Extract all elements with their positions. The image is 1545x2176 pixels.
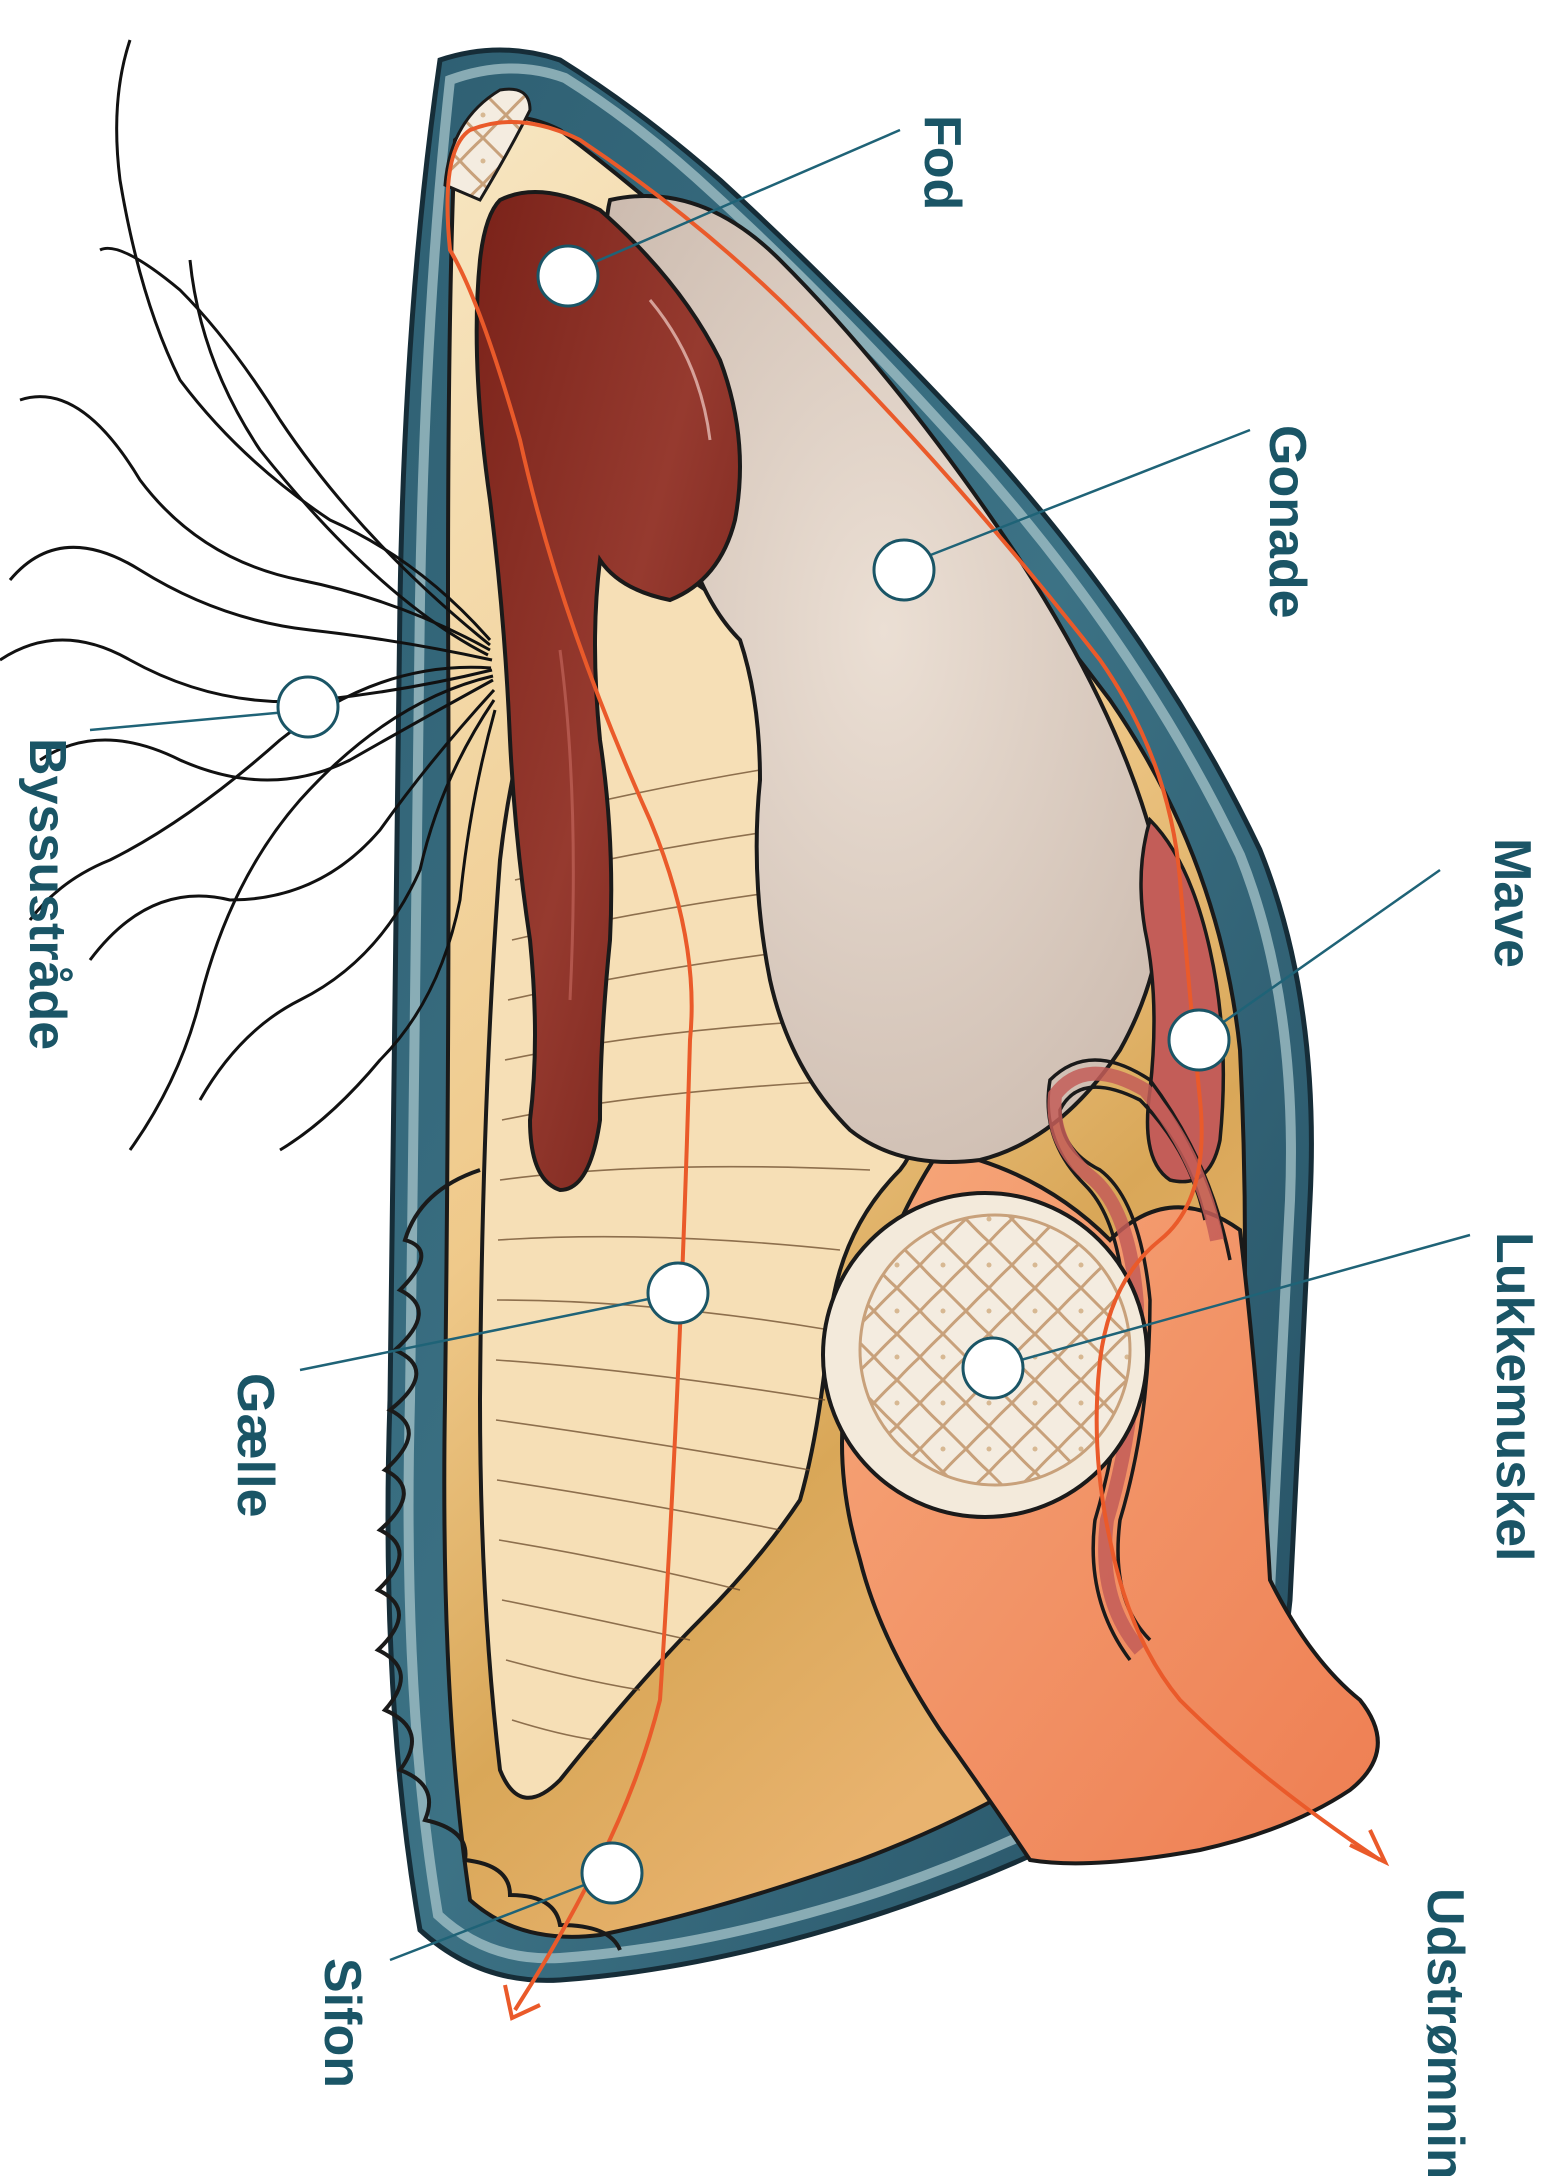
- marker-gonade: [874, 540, 934, 600]
- marker-byssus: [278, 677, 338, 737]
- marker-mave: [1169, 1010, 1229, 1070]
- label-gonade: Gonade: [1258, 425, 1316, 619]
- label-udstromning: Udstrømning: [1416, 1888, 1474, 2176]
- label-byssustraade: Byssustråde: [18, 738, 76, 1050]
- label-lukkemuskel: Lukkemuskel: [1485, 1232, 1543, 1562]
- marker-lukkemuskel: [963, 1338, 1023, 1398]
- marker-sifon: [582, 1843, 642, 1903]
- label-mave: Mave: [1483, 838, 1541, 968]
- label-gaelle: Gælle: [226, 1373, 284, 1518]
- label-fod: Fod: [913, 115, 971, 210]
- marker-fod: [538, 246, 598, 306]
- label-sifon: Sifon: [313, 1958, 371, 2088]
- leader-byssus: [90, 710, 308, 730]
- arrowhead-outflow: [1350, 1830, 1385, 1862]
- marker-gaelle: [648, 1263, 708, 1323]
